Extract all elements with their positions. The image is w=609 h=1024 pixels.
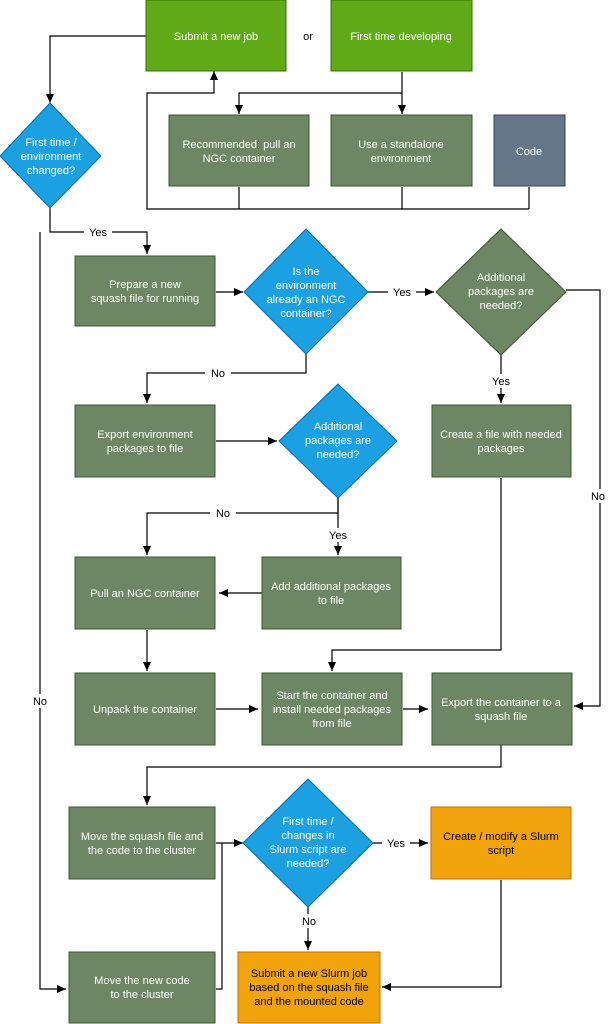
label-no-add2: No: [216, 508, 230, 520]
node-submit-job-label: Submit a new job: [174, 31, 258, 43]
label-yes-isngc: Yes: [393, 287, 411, 299]
label-no-isngc: No: [211, 368, 225, 380]
node-recommended-ngc: [168, 114, 310, 187]
edge-movecode-to-slurm: [216, 843, 223, 990]
node-start-container: [261, 672, 403, 746]
node-pull-ngc-label: Pull an NGC container: [90, 588, 200, 600]
edge-submit-to-firsttime: [46, 35, 146, 103]
node-pull-ngc: [74, 556, 216, 630]
label-yes-slurm: Yes: [387, 838, 405, 850]
edge-createslurm-to-submit: [382, 880, 502, 991]
edge-back-to-submit: [146, 71, 529, 210]
edge-firstdev-to-recommended: [235, 92, 402, 114]
edge-firsttime-no: [39, 232, 66, 993]
decision-additional-packages-1: [435, 228, 567, 356]
edge-export-to-move: [143, 745, 502, 805]
node-submit-job: [145, 0, 287, 72]
label-no-firsttime: No: [33, 696, 47, 708]
label-yes-firsttime: Yes: [89, 227, 107, 239]
node-prepare-squash: [74, 255, 216, 327]
decision-is-ngc: [243, 228, 369, 355]
node-export-squash: [431, 672, 573, 746]
node-create-file: [431, 404, 572, 478]
node-first-time-developing: [330, 0, 473, 72]
edge-add2-no: [143, 498, 339, 555]
label-no-add1: No: [591, 491, 605, 503]
node-create-slurm: [430, 806, 572, 880]
label-yes-add2: Yes: [329, 530, 347, 542]
node-move-code: [68, 951, 216, 1024]
node-move-squash: [68, 806, 216, 880]
or-label: or: [303, 31, 313, 43]
node-export-env: [74, 404, 216, 478]
label-yes-add1: Yes: [492, 376, 510, 388]
node-submit-slurm: [237, 951, 381, 1024]
node-first-time-developing-label: First time developing: [350, 31, 452, 43]
node-unpack-label: Unpack the container: [93, 704, 197, 716]
node-code-label: Code: [516, 146, 542, 158]
decision-first-time-env: [0, 102, 102, 209]
decision-slurm-changes: [242, 778, 374, 908]
edge-createfile-to-start: [328, 478, 502, 671]
node-add-packages: [261, 556, 402, 630]
node-standalone-env: [330, 114, 473, 187]
node-code: [493, 114, 566, 187]
decision-additional-packages-2: [278, 383, 398, 499]
label-no-slurm: No: [302, 916, 316, 928]
node-unpack: [74, 672, 216, 746]
